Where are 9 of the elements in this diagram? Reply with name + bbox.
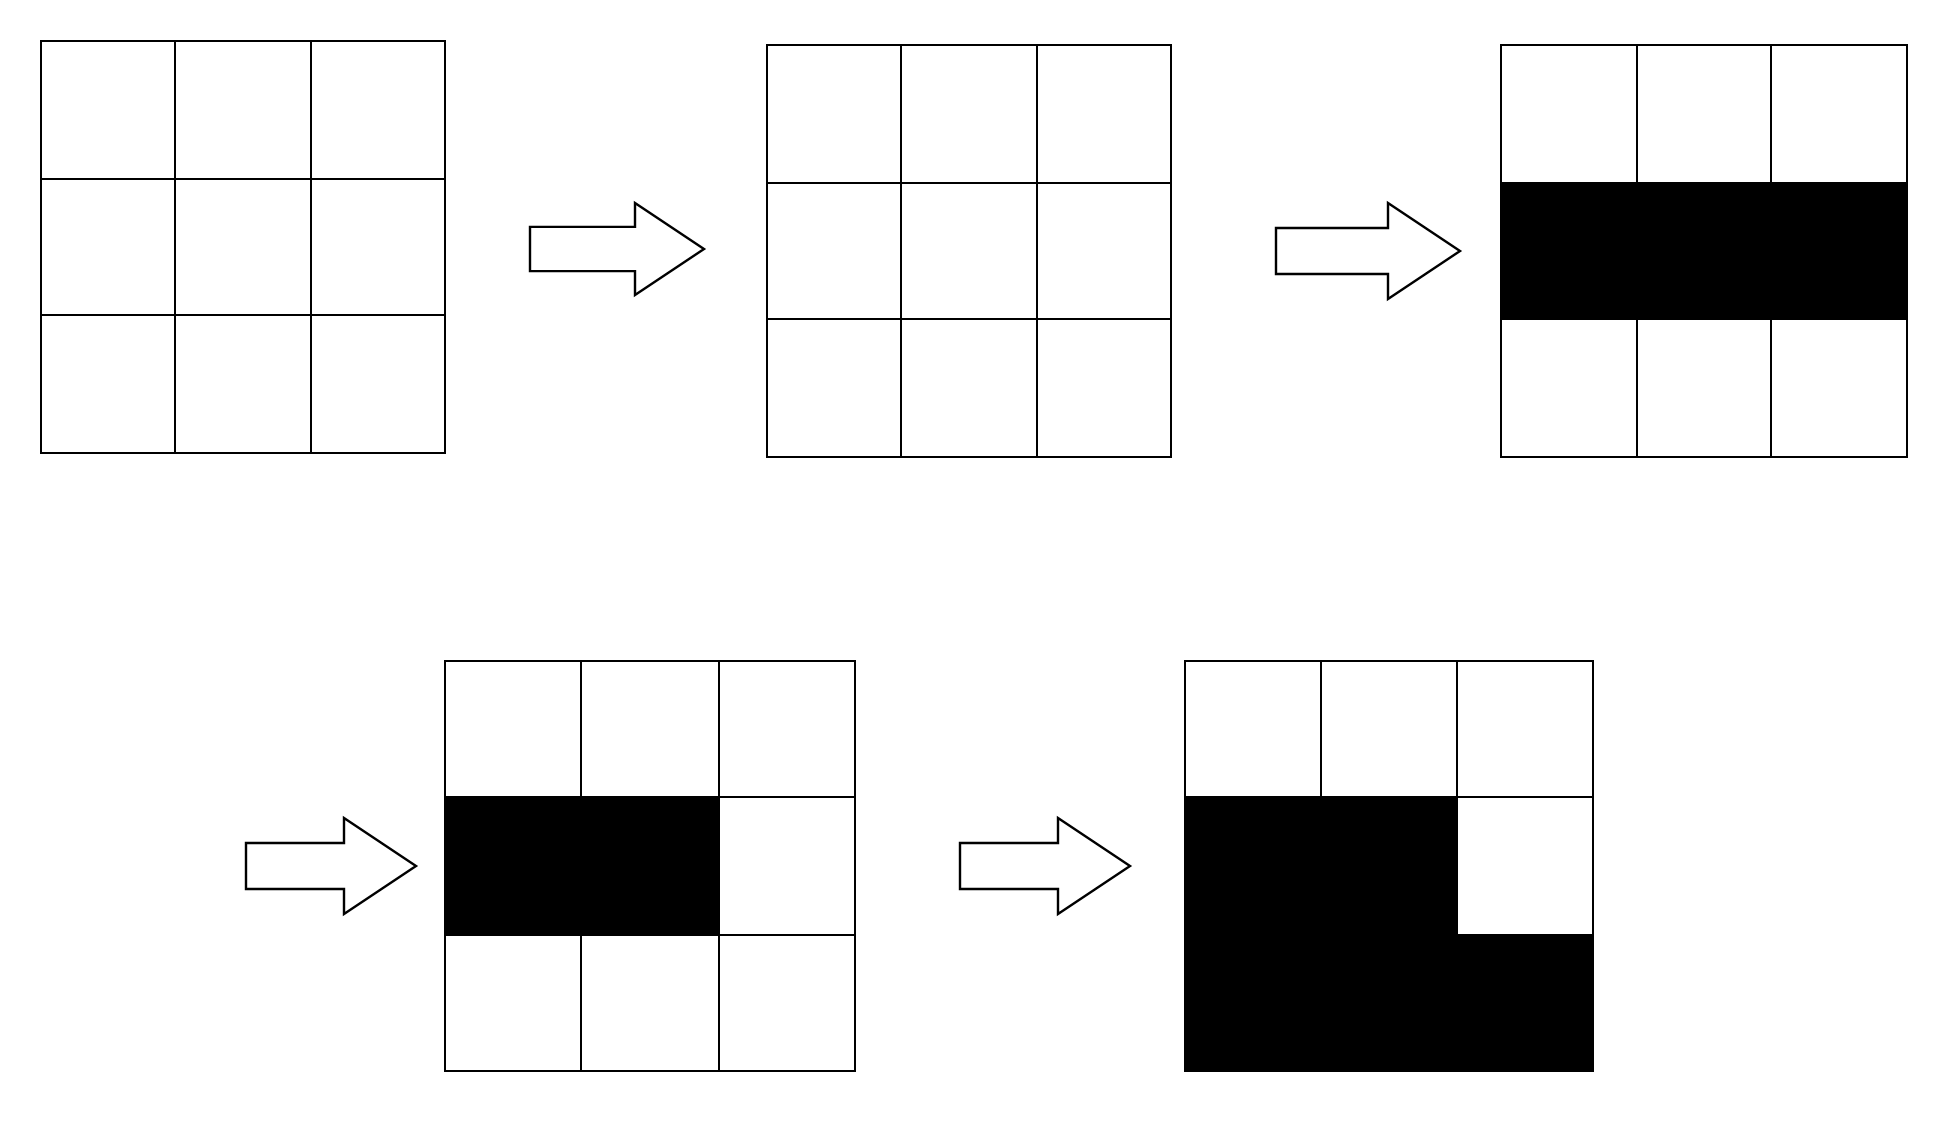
block-arrow (1274, 200, 1463, 302)
block-arrow (244, 815, 419, 917)
block-arrow (528, 200, 707, 298)
grid-drawing (40, 40, 446, 454)
grid-drawing (444, 660, 856, 1072)
block-arrow (958, 815, 1133, 917)
grid-drawing (766, 44, 1172, 458)
grid-drawing (1184, 660, 1594, 1072)
grid-drawing (1500, 44, 1908, 458)
